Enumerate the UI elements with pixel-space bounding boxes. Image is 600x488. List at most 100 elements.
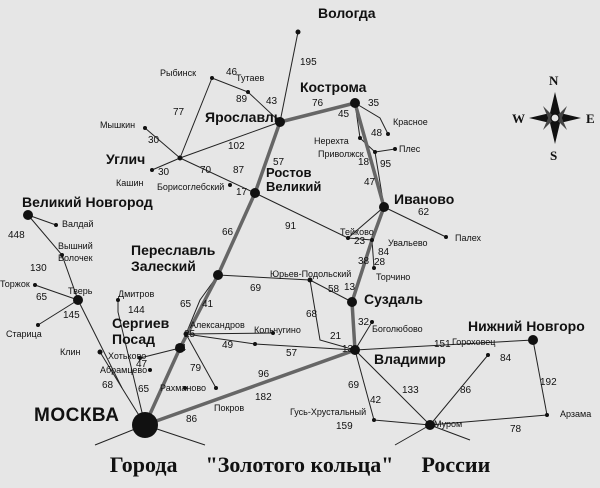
node-ivanovo — [379, 202, 389, 212]
distance-label: 18 — [358, 157, 370, 168]
caption-part-3: России — [421, 452, 491, 477]
distance-label: 65 — [36, 292, 48, 303]
distance-label: 28 — [374, 257, 386, 268]
distance-label: 58 — [328, 284, 340, 295]
distance-label: 65 — [138, 384, 150, 395]
distance-label: 30 — [148, 135, 160, 146]
road-yuryev-vladimir — [309, 279, 356, 351]
label-arzamas: Арзама — [560, 409, 592, 419]
node-krasnoe — [386, 132, 390, 136]
distance-label: 76 — [312, 98, 324, 109]
node-myshkin — [143, 126, 147, 130]
road-teykovo-ivanovo — [347, 206, 385, 239]
caption-part-1: Города — [109, 452, 178, 477]
node-mid-vladimir-road — [253, 342, 257, 346]
distance-label: 13 — [344, 282, 356, 293]
road-vladimir-murom — [354, 349, 431, 426]
distance-label: 69 — [250, 283, 262, 294]
distance-label: 91 — [285, 221, 297, 232]
node-kostroma — [350, 98, 360, 108]
label-pereslavl-2: Залеский — [131, 258, 196, 274]
road-ivanovo-palekh — [383, 206, 447, 238]
distance-label: 448 — [8, 230, 25, 241]
distance-label: 41 — [202, 299, 214, 310]
distance-label: 130 — [30, 263, 47, 274]
distance-label: 102 — [228, 141, 245, 152]
distance-label: 145 — [63, 310, 80, 321]
label-borisoglebsky: Борисоглебский — [157, 182, 225, 192]
distance-label: 133 — [402, 385, 419, 396]
node-dmitrov — [116, 298, 120, 302]
node-uvalevo — [370, 238, 374, 242]
node-torzhok — [33, 283, 37, 287]
node-nizhny — [528, 335, 538, 345]
distance-label: 38 — [358, 256, 370, 267]
label-vladimir: Владимир — [374, 351, 446, 367]
label-klin: Клин — [60, 347, 81, 357]
label-kashin: Кашин — [116, 178, 144, 188]
node-rostov — [250, 188, 260, 198]
node-privolzhsk — [373, 150, 377, 154]
distance-label: 23 — [354, 236, 366, 247]
distance-label: 86 — [186, 414, 198, 425]
distance-label: 57 — [273, 157, 285, 168]
distance-label: 66 — [222, 227, 234, 238]
distance-label: 17 — [236, 187, 248, 198]
label-vyshny-2: Волочек — [58, 253, 93, 263]
road-moskva-dmitrov — [117, 300, 146, 426]
road-uglich-yaroslavl — [179, 121, 281, 159]
map-caption: Города"Золотого кольца"России — [0, 452, 600, 478]
distance-label: 95 — [380, 159, 392, 170]
distance-label: 68 — [102, 380, 114, 391]
node-borisoglebsky — [228, 183, 232, 187]
node-murom — [425, 420, 435, 430]
distance-label: 89 — [236, 94, 248, 105]
compass-east: E — [586, 111, 595, 126]
road-murom-arzamas — [429, 414, 548, 426]
label-aleksandrov: Александров — [190, 320, 245, 330]
label-torzhok: Торжок — [0, 279, 30, 289]
label-suzdal: Суздаль — [364, 291, 423, 307]
node-teykovo — [346, 236, 350, 240]
label-uvalevo: Увальево — [388, 238, 428, 248]
node-palekh — [444, 235, 448, 239]
road-yaroslavl-vologda — [279, 31, 299, 123]
distance-label: 45 — [338, 109, 350, 120]
label-myshkin: Мышкин — [100, 120, 136, 130]
label-velikiy-novgorod: Великий Новгород — [22, 194, 153, 210]
label-uglich: Углич — [106, 151, 146, 167]
distance-label: 77 — [173, 107, 185, 118]
distance-label: 21 — [330, 331, 342, 342]
label-teykovo: Тейково — [340, 227, 374, 237]
road-nizhny-arzamas — [532, 339, 548, 416]
compass-north: N — [549, 73, 559, 88]
node-vologda — [295, 29, 301, 35]
label-bogolyubovo: Боголюбово — [372, 324, 423, 334]
distance-label: 84 — [378, 247, 390, 258]
node-staritsa — [36, 323, 40, 327]
road-bogolyubovo — [354, 321, 373, 351]
road-uglich-rostov — [179, 157, 256, 194]
distance-label: 57 — [286, 348, 298, 359]
node-nerekhta — [358, 136, 362, 140]
road-aleksandrov-kolchugino — [185, 332, 274, 335]
distance-label: 182 — [255, 392, 272, 403]
distance-label: 86 — [460, 385, 472, 396]
distance-label: 70 — [200, 165, 212, 176]
node-tutaev — [246, 90, 250, 94]
node-kashin — [150, 168, 154, 172]
label-palekh: Палех — [455, 233, 482, 243]
distance-label: 87 — [233, 165, 245, 176]
distance-label: 35 — [368, 98, 380, 109]
label-nerekhta: Нерехта — [314, 136, 349, 146]
road-ples — [374, 148, 396, 153]
label-sergiev-1: Сергиев — [112, 315, 170, 331]
label-ples: Плес — [399, 144, 421, 154]
distance-label: 78 — [510, 424, 522, 435]
distance-label: 46 — [226, 67, 238, 78]
label-yaroslavl: Ярославль — [205, 109, 283, 125]
compass-west: W — [512, 111, 525, 126]
distance-label: 49 — [222, 340, 234, 351]
